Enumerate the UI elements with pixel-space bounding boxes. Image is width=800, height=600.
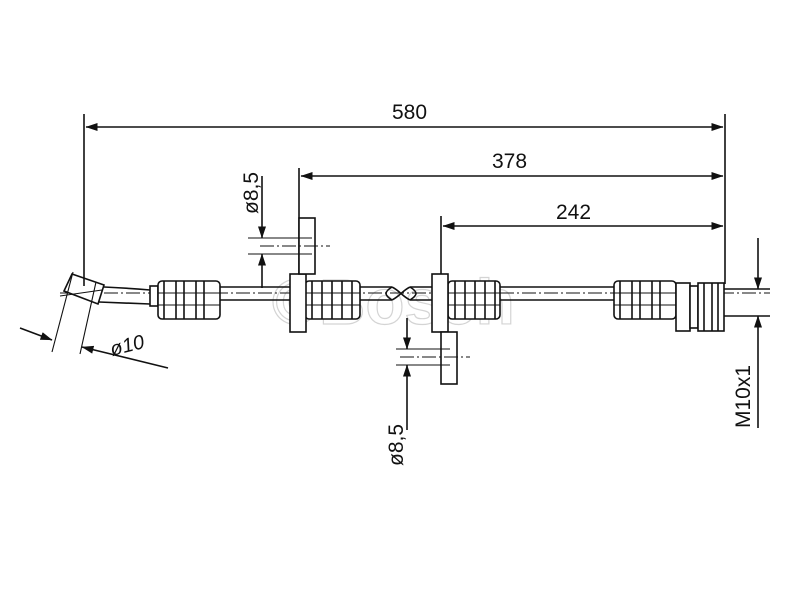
second-bracket-hole-label: ø8,5	[385, 424, 408, 466]
overall-length-label: 580	[392, 101, 427, 124]
second-ferrule	[447, 280, 501, 320]
hose-end-diameter-label: ø10	[108, 331, 147, 361]
first-bracket-length-dimension: 378	[300, 150, 724, 180]
first-bracket-hole-detail	[248, 168, 330, 288]
second-bracket-length-dimension: 242	[442, 201, 724, 230]
first-bracket-hole-label: ø8,5	[240, 172, 263, 214]
left-bent-fitting	[59, 273, 159, 307]
first-ferrule	[304, 280, 361, 320]
left-ferrule	[157, 280, 221, 320]
hose-body	[220, 286, 614, 301]
first-bracket-length-label: 378	[492, 150, 527, 173]
first-bracket	[289, 273, 307, 333]
second-bracket	[431, 273, 449, 333]
second-bracket-length-label: 242	[556, 201, 591, 224]
overall-length-dimension: 580	[83, 101, 726, 286]
second-bracket-hole-detail	[396, 216, 470, 430]
right-ferrule	[613, 280, 677, 320]
thread-dimension: M10x1	[732, 238, 762, 428]
thread-label: M10x1	[732, 365, 755, 428]
right-thread-fitting	[675, 282, 770, 332]
